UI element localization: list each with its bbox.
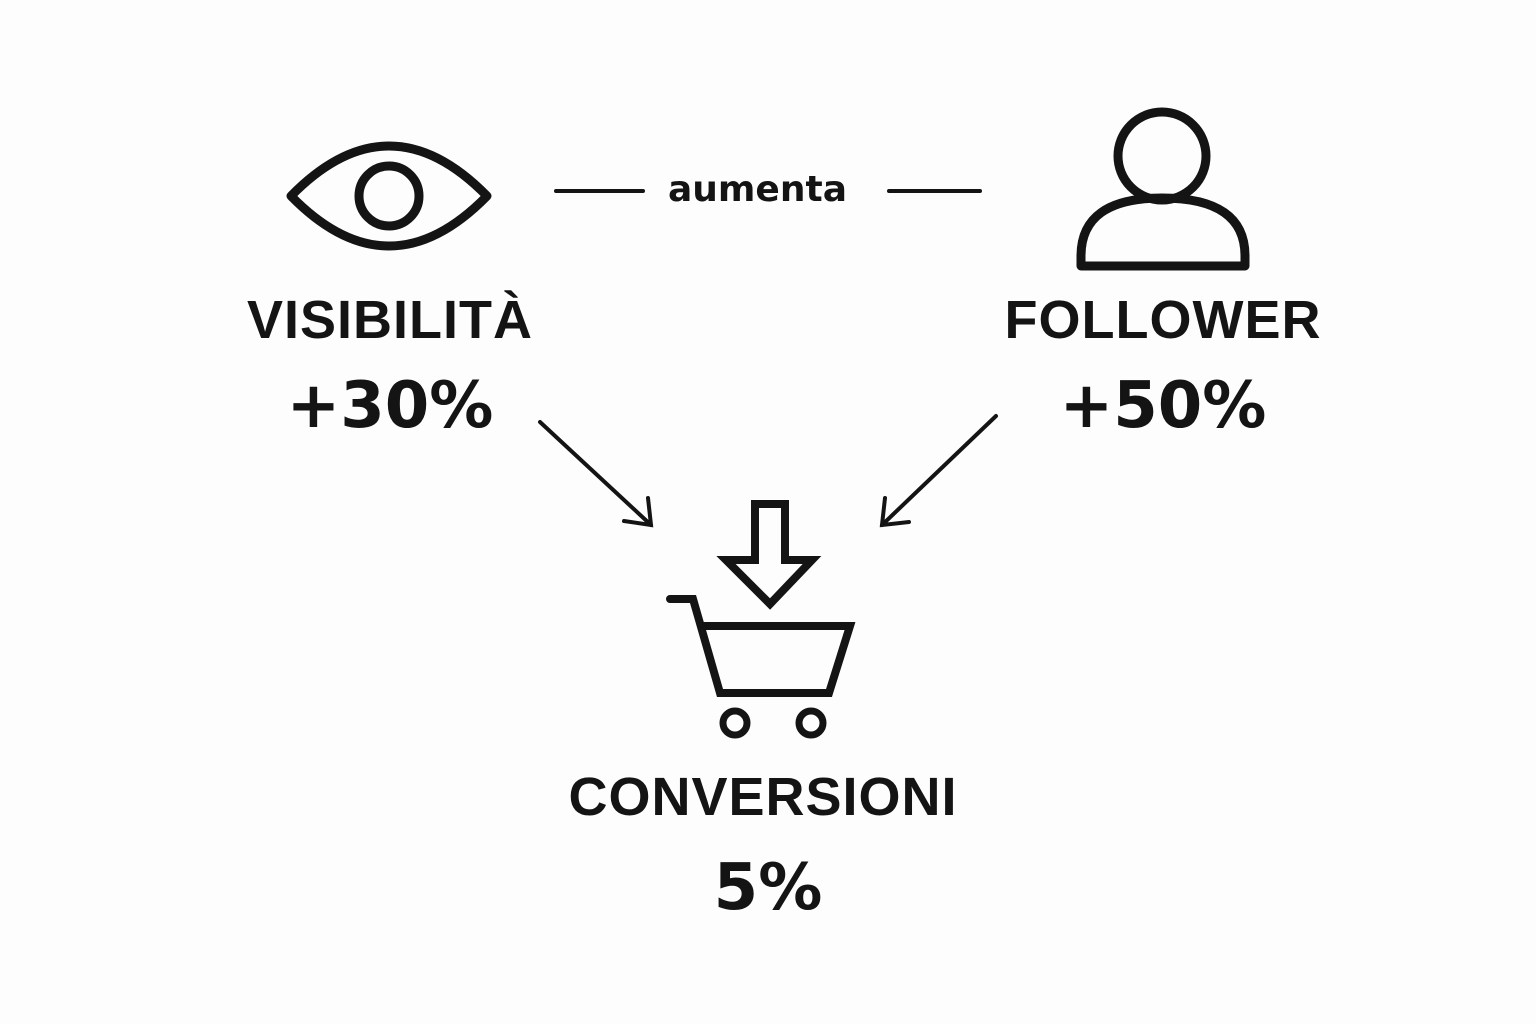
arrow-followers-to-conversions bbox=[879, 414, 998, 528]
followers-value: +50% bbox=[1059, 369, 1267, 443]
shopping-cart-down-arrow-icon bbox=[666, 500, 856, 739]
arrow-visibility-to-conversions bbox=[538, 420, 654, 528]
conversions-label: CONVERSIONI bbox=[568, 767, 958, 827]
eye-icon bbox=[286, 141, 492, 251]
connector-label: aumenta bbox=[668, 169, 847, 210]
visibility-value: +30% bbox=[286, 369, 494, 443]
visibility-label: VISIBILITÀ bbox=[246, 290, 533, 350]
user-icon bbox=[1076, 107, 1250, 271]
followers-label: FOLLOWER bbox=[1004, 290, 1322, 350]
conversions-value: 5% bbox=[713, 851, 823, 925]
